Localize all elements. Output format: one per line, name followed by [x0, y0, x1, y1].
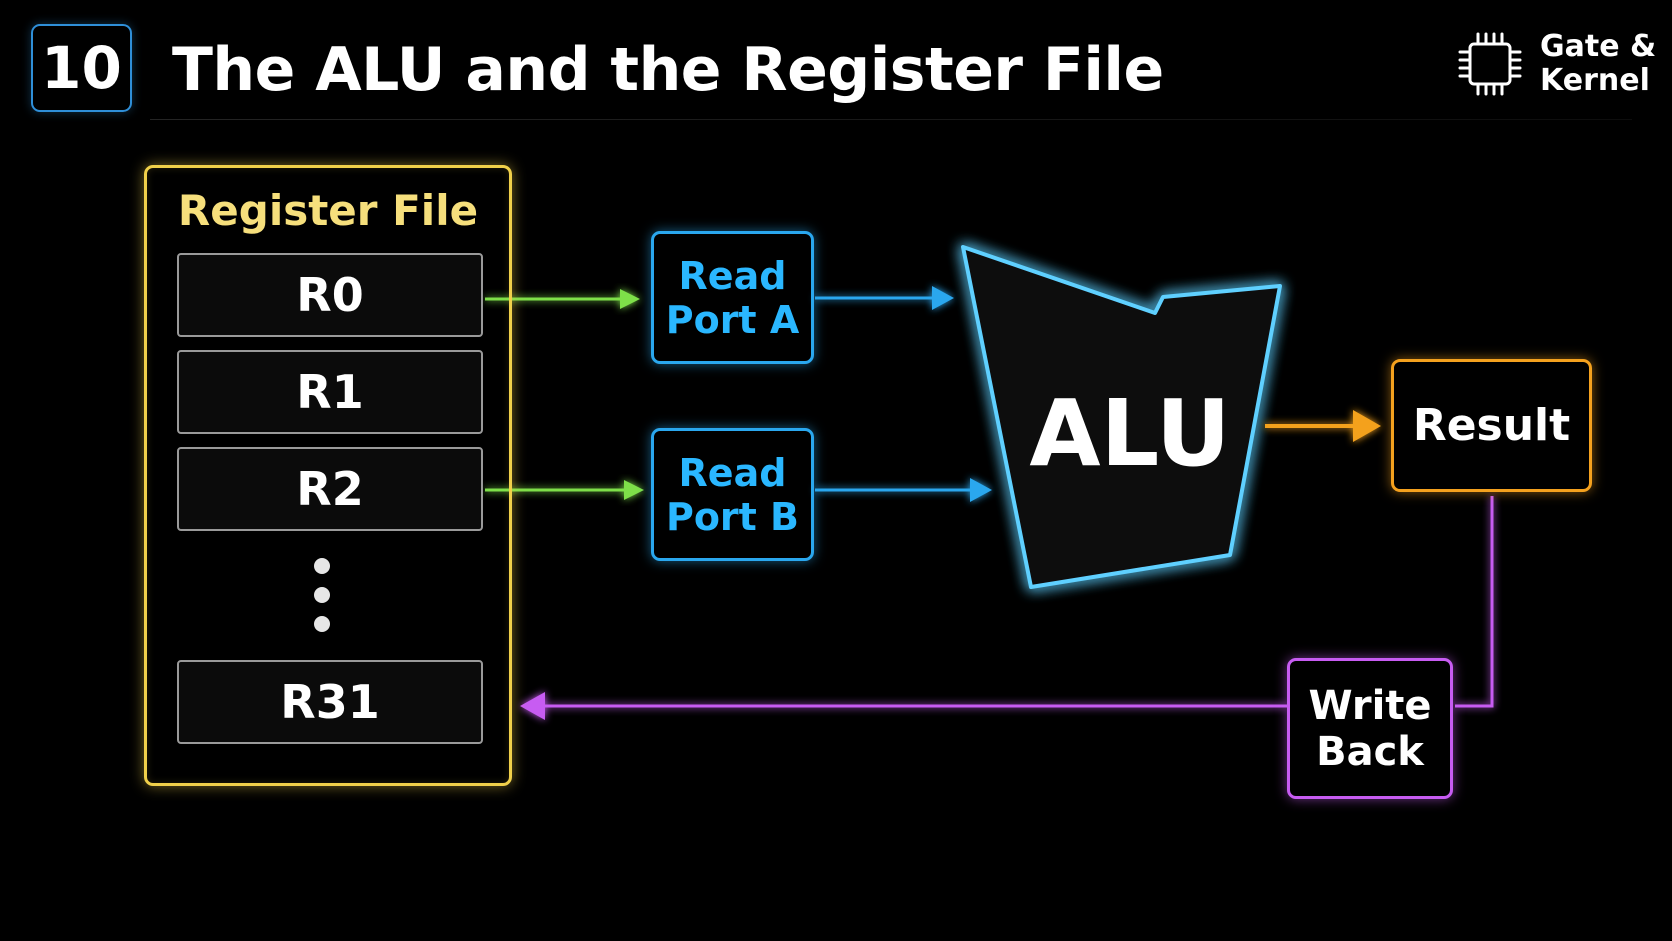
- read-port-b-line2: Port B: [665, 494, 800, 539]
- arrow-result-writeback-loop: [520, 496, 1494, 720]
- chip-icon: [1458, 32, 1522, 96]
- write-back-line2: Back: [1316, 728, 1424, 775]
- alu-shape: [961, 245, 1282, 589]
- register-r31: R31: [177, 660, 483, 744]
- register-file-title: Register File: [177, 186, 479, 235]
- arrow-port-a-to-alu: [815, 286, 954, 310]
- brand-name-line1: Gate &: [1540, 29, 1657, 64]
- slide-number: 10: [31, 24, 132, 112]
- brand-name-line2: Kernel: [1540, 63, 1650, 98]
- arrow-r0-to-port-a: [485, 289, 640, 309]
- vertical-ellipsis-icon: [314, 558, 330, 638]
- read-port-b-line1: Read: [678, 450, 787, 495]
- brand-logo: Gate & Kernel: [1456, 28, 1656, 100]
- register-r1: R1: [177, 350, 483, 434]
- header-divider: [150, 119, 1632, 120]
- read-port-a: Read Port A: [651, 231, 814, 364]
- read-port-a-line2: Port A: [665, 297, 800, 342]
- result-box: Result: [1391, 359, 1592, 492]
- register-file-box: Register File R0 R1 R2 R31: [144, 165, 512, 786]
- brand-name: Gate & Kernel: [1540, 30, 1656, 98]
- slide-title: The ALU and the Register File: [172, 35, 1164, 105]
- write-back-box: Write Back: [1287, 658, 1453, 799]
- alu-label: ALU: [1029, 380, 1231, 487]
- arrow-r2-to-port-b: [485, 480, 644, 500]
- arrow-alu-to-result: [1265, 410, 1381, 442]
- arrow-port-b-to-alu: [815, 478, 992, 502]
- read-port-b: Read Port B: [651, 428, 814, 561]
- register-r0: R0: [177, 253, 483, 337]
- register-r2: R2: [177, 447, 483, 531]
- write-back-line1: Write: [1308, 682, 1432, 729]
- read-port-a-line1: Read: [678, 253, 787, 298]
